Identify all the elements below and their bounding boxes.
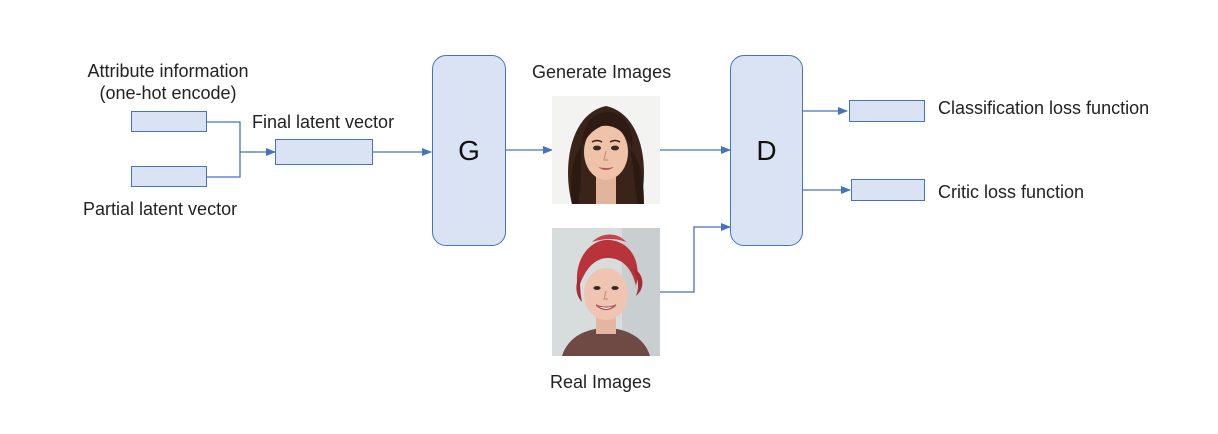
real-face-image (552, 228, 660, 356)
critic-loss-label: Critic loss function (938, 182, 1085, 202)
partial-latent-label: Partial latent vector (83, 199, 238, 219)
critic-output-box (851, 179, 925, 201)
discriminator-label: D (756, 134, 777, 166)
attribute-info-line2: (one-hot encode) (99, 83, 237, 103)
generate-images-label: Generate Images (532, 62, 672, 82)
discriminator-block: D (730, 55, 803, 246)
generator-label: G (458, 134, 480, 166)
final-latent-vector-box (275, 139, 373, 165)
classification-output-box (849, 100, 925, 122)
classification-loss-label: Classification loss function (938, 98, 1150, 118)
generator-block: G (432, 55, 506, 246)
final-latent-label: Final latent vector (252, 112, 395, 132)
attr-to-merge-line (207, 121, 241, 152)
attribute-info-label: Attribute information (one-hot encode) (70, 60, 266, 104)
real-images-label: Real Images (550, 372, 652, 392)
attribute-info-line1: Attribute information (87, 61, 249, 81)
attribute-vector-box (131, 111, 207, 132)
generated-face-image (552, 96, 660, 204)
real-to-d-arrow (660, 223, 731, 293)
partial-to-merge-line (207, 152, 241, 178)
partial-vector-box (131, 166, 207, 187)
